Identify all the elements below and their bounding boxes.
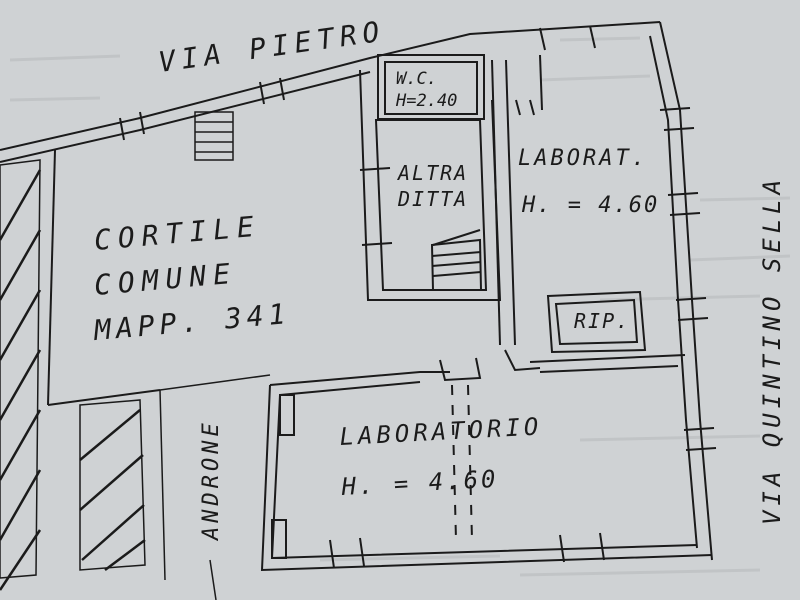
courtyard-stairs: [194, 111, 234, 161]
bleed-through-text: [9, 36, 791, 577]
room-wc-height: H=2.40: [395, 91, 457, 111]
room-laborat-name: LABORAT.: [518, 146, 648, 171]
right-wall-outer: [659, 21, 713, 561]
room-laborat-height: H. = 4.60: [521, 193, 659, 218]
upper-block-walls: [359, 54, 647, 354]
laboratorio-walls: [260, 349, 713, 572]
courtyard-left-wall: [47, 149, 56, 406]
street-label-via-quintino-sella: VIA QUINTINO SELLA: [758, 175, 786, 525]
top-wall-inner: [0, 71, 371, 163]
courtyard-bottom: [47, 389, 161, 406]
androne-label: ANDRONE: [199, 419, 224, 542]
room-altra-ditta-line2: DITTA: [397, 187, 468, 211]
hatched-area: [0, 159, 146, 591]
room-altra-ditta-line1: ALTRA: [396, 161, 468, 185]
top-wall: [0, 21, 661, 151]
room-wc-name: W.C.: [396, 69, 437, 89]
androne-walls: [159, 374, 271, 600]
room-rip-name: RIP.: [574, 309, 630, 333]
window-marks: [119, 25, 717, 569]
